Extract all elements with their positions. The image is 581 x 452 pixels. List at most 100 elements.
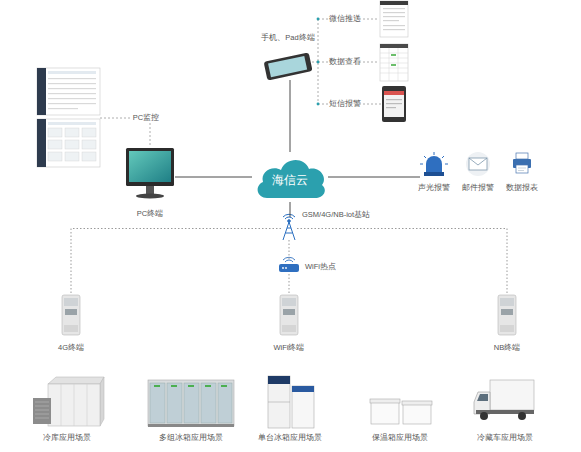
- node-title: 海信云: [272, 167, 308, 187]
- pc-screenshot: [48, 128, 62, 137]
- node-label: 4G终端: [41, 343, 101, 353]
- pc-screenshot: [82, 152, 96, 161]
- terminal-device: [62, 295, 80, 335]
- cold-room: [35, 402, 49, 418]
- terminal-device: [500, 325, 514, 332]
- node-label: WiFi终端: [259, 343, 319, 353]
- phone-bracket: [317, 18, 320, 21]
- terminal-device: [498, 295, 516, 335]
- phone-screenshot: [391, 64, 396, 66]
- tower-icon: [283, 222, 295, 240]
- connector-line: [175, 177, 252, 178]
- chest-box: [371, 402, 399, 424]
- pc-screenshot: [37, 68, 100, 115]
- single-fridge: [268, 402, 290, 403]
- phone-screenshot: [380, 1, 408, 122]
- siren-icon: [420, 152, 448, 176]
- pc-screenshot: [37, 119, 100, 167]
- node-label: 手机、Pad终端: [248, 33, 328, 43]
- connector-line: [290, 80, 291, 152]
- multi-fridge: [167, 383, 182, 423]
- refrigerated-truck: [518, 412, 526, 420]
- router-icon: [279, 257, 299, 272]
- mail-icon: [469, 158, 487, 165]
- connector-line: [289, 274, 290, 295]
- phone-bracket: [317, 61, 320, 64]
- pc-screenshot: [65, 152, 79, 161]
- refrigerated-truck: [477, 394, 488, 401]
- cold-room: [61, 384, 87, 426]
- terminal-device: [282, 325, 296, 332]
- terminal-device: WiFi终端: [280, 295, 298, 335]
- annotation-label: PC监控: [118, 113, 174, 123]
- cloud-shape: [258, 160, 325, 198]
- multi-fridge: [205, 385, 211, 387]
- node-label: 多组冰箱应用场景: [146, 433, 236, 443]
- leader-line: [150, 123, 151, 146]
- phone-screenshot: [383, 25, 405, 26]
- terminal-device: NB终端: [498, 295, 516, 335]
- cold-room: [33, 398, 51, 424]
- single-fridge: [268, 376, 290, 384]
- annotation-label: 短信报警: [317, 99, 373, 109]
- scenario-node: 冷库应用场景: [32, 376, 102, 428]
- terminal-device: [280, 295, 298, 335]
- monitor-icon: [129, 151, 171, 182]
- pc-screenshot: [48, 78, 96, 79]
- pc-screenshot: [48, 98, 96, 99]
- cloud-node: 海信云: [252, 152, 328, 202]
- report-icon: 数据报表: [508, 150, 536, 178]
- connector-line: [289, 240, 290, 259]
- phone-icon: [264, 52, 313, 80]
- phone-screenshot: [380, 1, 408, 37]
- phone-screenshot: [386, 99, 402, 100]
- pc-screenshot: [48, 140, 62, 149]
- refrigerated-truck: [474, 380, 534, 420]
- chest-box: [403, 404, 431, 424]
- printer-icon: [513, 153, 531, 173]
- tower-icon: [283, 214, 295, 219]
- phone-screenshot: [380, 44, 408, 81]
- printer-icon: [516, 165, 528, 173]
- node-label: 冷藏车应用场景: [465, 433, 545, 443]
- phone-screenshot: [380, 1, 408, 5]
- scenario-node: 多组冰箱应用场景: [148, 376, 234, 428]
- node-label: 邮件报警: [453, 183, 503, 193]
- annotation-label: 数据查看: [317, 57, 373, 67]
- pc-screenshot: [48, 108, 78, 109]
- chest-box: [370, 399, 400, 403]
- mail-icon: [466, 152, 490, 176]
- pc-screenshot: [37, 68, 46, 115]
- cold-room: [100, 377, 104, 426]
- refrigerated-truck: [490, 380, 534, 410]
- pc-terminal: PC终端: [125, 147, 175, 199]
- single-fridge: [268, 376, 314, 428]
- siren-icon: [426, 156, 442, 172]
- mail-icon: [469, 158, 487, 170]
- chest-box: [402, 401, 432, 405]
- phone-screenshot: [384, 91, 404, 117]
- terminal-device: [283, 309, 295, 315]
- monitor-icon: [136, 193, 164, 198]
- chest-box: [370, 399, 432, 424]
- connector-line: [297, 229, 507, 296]
- router-icon: [279, 264, 299, 272]
- terminal-device: [62, 295, 516, 335]
- pc-screenshot: [48, 88, 96, 89]
- single-fridge: [292, 386, 314, 428]
- phone-screenshot: [383, 8, 405, 9]
- pc-screenshot: [48, 71, 96, 74]
- phone-screenshot: [383, 16, 405, 17]
- cold-room: [48, 377, 104, 384]
- single-fridge: [292, 386, 314, 392]
- alarm-icon: 邮件报警: [464, 150, 492, 178]
- phone-screenshot: [386, 103, 402, 104]
- phone-icon: [264, 52, 313, 80]
- phone-screenshot: [386, 107, 396, 108]
- annotation-label: 微信推送: [317, 14, 373, 24]
- pc-screenshot: [37, 68, 100, 167]
- printer-icon: [516, 153, 528, 159]
- wifi-hotspot: WiFi热点: [278, 259, 300, 274]
- terminal-device: [65, 309, 77, 315]
